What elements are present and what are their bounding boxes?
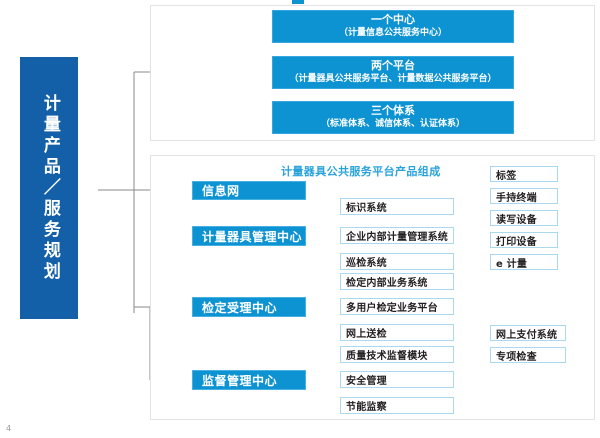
device-box-special-inspection[interactable]: 专项检查 bbox=[490, 347, 566, 363]
device-box-tag[interactable]: 标签 bbox=[490, 166, 558, 182]
top-box-two-platforms[interactable]: 两个平台 （计量器具公共服务平台、计量数据公共服务平台） bbox=[272, 56, 514, 89]
vertical-banner-label: 计量产品／服务规划 bbox=[39, 93, 60, 283]
top-box-subtitle: （标准体系、诚信体系、认证体系） bbox=[320, 118, 465, 129]
page-number: 4 bbox=[6, 424, 12, 433]
top-box-subtitle: （计量器具公共服务平台、计量数据公共服务平台） bbox=[289, 73, 497, 84]
top-box-title: 三个体系 bbox=[371, 104, 415, 118]
module-box-inspection-system[interactable]: 巡检系统 bbox=[340, 253, 454, 270]
device-box-e-metrology[interactable]: e 计量 bbox=[490, 254, 558, 270]
bottom-panel-caption: 计量器具公共服务平台产品组成 bbox=[281, 165, 441, 178]
center-box-instrument-management[interactable]: 计量器具管理中心 bbox=[192, 226, 306, 246]
device-box-handheld-terminal[interactable]: 手持终端 bbox=[490, 188, 558, 204]
module-box-online-submission[interactable]: 网上送检 bbox=[340, 324, 454, 341]
top-box-title: 一个中心 bbox=[371, 13, 415, 27]
module-box-safety-management[interactable]: 安全管理 bbox=[340, 371, 454, 388]
top-edge-fragment bbox=[292, 0, 304, 4]
device-box-online-payment-system[interactable]: 网上支付系统 bbox=[490, 325, 566, 341]
module-box-quality-supervision[interactable]: 质量技术监督模块 bbox=[340, 346, 454, 363]
module-box-verification-internal-business[interactable]: 检定内部业务系统 bbox=[340, 273, 454, 290]
vertical-banner: 计量产品／服务规划 bbox=[20, 57, 78, 319]
top-box-three-systems[interactable]: 三个体系 （标准体系、诚信体系、认证体系） bbox=[272, 101, 514, 134]
module-box-identification-system[interactable]: 标识系统 bbox=[340, 198, 454, 215]
center-box-supervision-management[interactable]: 监督管理中心 bbox=[192, 370, 306, 390]
module-box-multiuser-verification-platform[interactable]: 多用户检定业务平台 bbox=[340, 298, 454, 315]
center-box-verification-acceptance[interactable]: 检定受理中心 bbox=[192, 297, 306, 317]
top-box-subtitle: （计量信息公共服务中心） bbox=[338, 27, 447, 38]
device-box-read-write-device[interactable]: 读写设备 bbox=[490, 210, 558, 226]
module-box-energy-saving-supervision[interactable]: 节能监察 bbox=[340, 397, 454, 414]
module-box-enterprise-internal-metrology[interactable]: 企业内部计量管理系统 bbox=[340, 227, 454, 244]
top-box-title: 两个平台 bbox=[371, 59, 415, 73]
device-box-print-device[interactable]: 打印设备 bbox=[490, 232, 558, 248]
center-box-information-network[interactable]: 信息网 bbox=[192, 181, 306, 200]
top-box-one-center[interactable]: 一个中心 （计量信息公共服务中心） bbox=[272, 10, 514, 43]
